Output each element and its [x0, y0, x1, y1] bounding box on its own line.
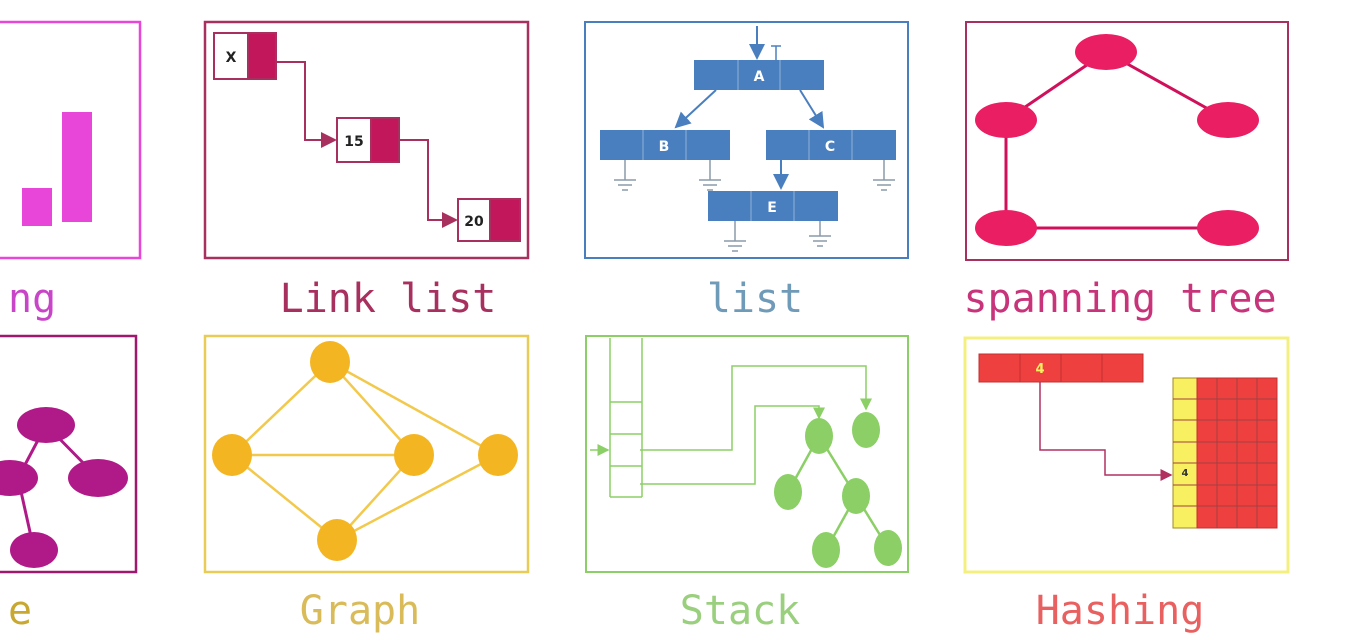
node-value: 15	[344, 134, 363, 150]
list-panel: A B C E	[584, 21, 909, 259]
stack-icon	[590, 338, 872, 498]
list-label: list	[707, 276, 803, 322]
hash-key: 4	[1035, 362, 1044, 377]
null-ground-icon	[614, 160, 895, 252]
node-value: X	[226, 50, 237, 66]
link-list-node: 20	[457, 198, 521, 242]
link-list-label: Link list	[280, 276, 497, 322]
sorting-panel	[0, 20, 142, 260]
spanning-tree-icon	[1004, 50, 1229, 230]
node-label: A	[754, 69, 765, 85]
hash-key-array: 4	[978, 353, 1144, 383]
spanning-tree-panel	[965, 21, 1289, 261]
bar	[62, 112, 92, 222]
node-value: 20	[464, 214, 484, 230]
hashing-label: Hashing	[1036, 588, 1205, 634]
link-arrow	[276, 61, 337, 148]
link-list-node: 15	[336, 117, 400, 163]
tree-label-fragment: e	[8, 588, 32, 634]
stack-panel	[585, 335, 909, 573]
list-node: A	[694, 60, 824, 90]
bar-chart-icon	[22, 188, 52, 226]
stack-label: Stack	[680, 588, 800, 634]
spanning-tree-label: spanning tree	[963, 276, 1276, 322]
hashing-panel: 4 4	[963, 336, 1290, 574]
hash-arrow	[1039, 382, 1173, 481]
tree-panel	[0, 334, 138, 574]
list-node: B	[600, 130, 730, 160]
node-label: B	[659, 139, 670, 155]
graph-panel	[203, 334, 530, 574]
graph-icon	[231, 360, 499, 542]
hash-slot-value: 4	[1182, 468, 1189, 479]
link-list-panel: X 15 20	[203, 20, 530, 260]
node-label: E	[767, 200, 777, 216]
link-list-node: X	[213, 32, 277, 80]
node-label: C	[825, 139, 835, 155]
list-node: C	[766, 130, 896, 160]
sorting-label-fragment: ng	[8, 276, 56, 322]
link-arrow	[399, 139, 458, 228]
graph-label: Graph	[300, 588, 420, 634]
list-node: E	[708, 191, 838, 221]
hash-table-icon: 4	[1172, 377, 1278, 529]
